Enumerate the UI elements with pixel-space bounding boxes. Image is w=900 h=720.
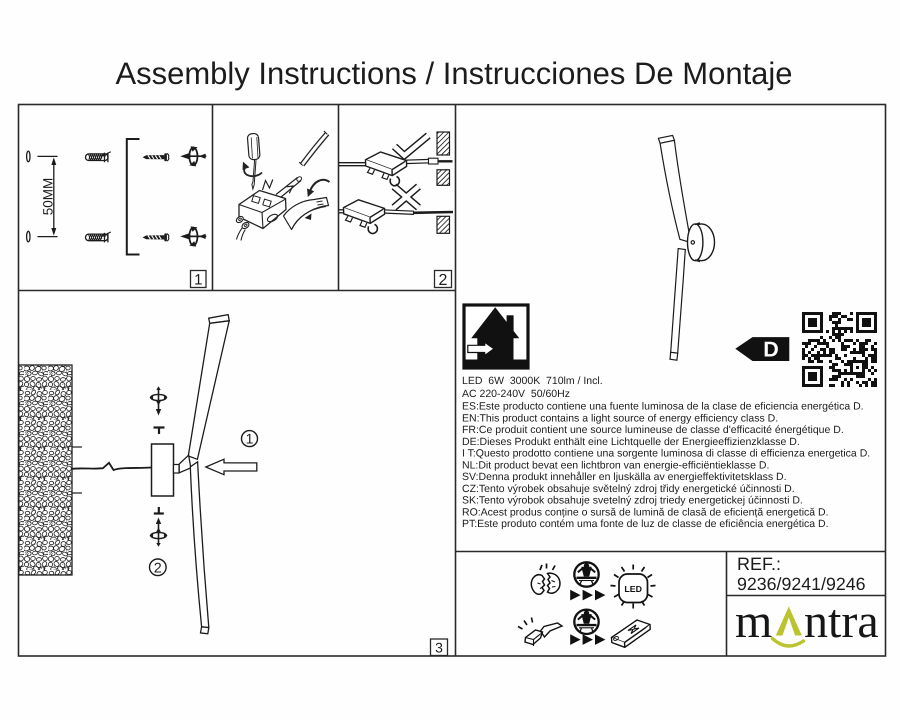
svg-text:DE:Dieses Produkt enthält eine: DE:Dieses Produkt enthält eine Lichtquel…: [462, 436, 800, 448]
svg-text:50MM: 50MM: [40, 178, 55, 216]
svg-text:LED: LED: [624, 584, 642, 594]
svg-text:I T:Questo prodotto contiene u: I T:Questo prodotto contiene una sorgent…: [462, 448, 870, 460]
svg-text:SV:Denna produkt innehåller en: SV:Denna produkt innehåller en ljuskälla…: [462, 471, 787, 483]
svg-text:1: 1: [194, 272, 202, 289]
svg-text:LED 6W 3000K 710lm / Incl.: LED 6W 3000K 710lm / Incl.: [462, 375, 603, 387]
svg-text:ntra: ntra: [804, 595, 879, 648]
svg-text:3: 3: [435, 640, 443, 656]
svg-text:RO:Acest produs conține o surs: RO:Acest produs conține o sursă de lumin…: [462, 506, 829, 518]
svg-text:D: D: [763, 338, 779, 362]
svg-text:REF.:: REF.:: [737, 554, 781, 574]
svg-text:m: m: [735, 595, 772, 648]
svg-text:FR:Ce produit contient une sou: FR:Ce produit contient une source lumine…: [462, 424, 844, 436]
svg-text:9236/9241/9246: 9236/9241/9246: [737, 574, 866, 594]
svg-text:SK:Tento výrobok obsahuje svet: SK:Tento výrobok obsahuje svetelný zdroj…: [462, 495, 803, 507]
svg-text:1: 1: [246, 431, 254, 447]
svg-text:AC 220-240V 50/60Hz: AC 220-240V 50/60Hz: [462, 388, 570, 400]
svg-text:EN:This product contains a lig: EN:This product contains a light source …: [462, 412, 778, 424]
svg-text:NL:Dit product bevat een licht: NL:Dit product bevat een lichtbron van e…: [462, 459, 769, 471]
svg-text:2: 2: [439, 272, 448, 289]
svg-text:2: 2: [154, 560, 162, 576]
svg-text:PT:Este produto contém uma fon: PT:Este produto contém uma fonte de luz …: [462, 518, 829, 530]
svg-text:ES:Este producto contiene una: ES:Este producto contiene una fuente lum…: [462, 401, 864, 413]
svg-text:Assembly Instructions / Instru: Assembly Instructions / Instrucciones De…: [115, 56, 792, 91]
svg-text:CZ:Tento výrobek obsahuje svět: CZ:Tento výrobek obsahuje světelný zdroj…: [462, 483, 795, 495]
